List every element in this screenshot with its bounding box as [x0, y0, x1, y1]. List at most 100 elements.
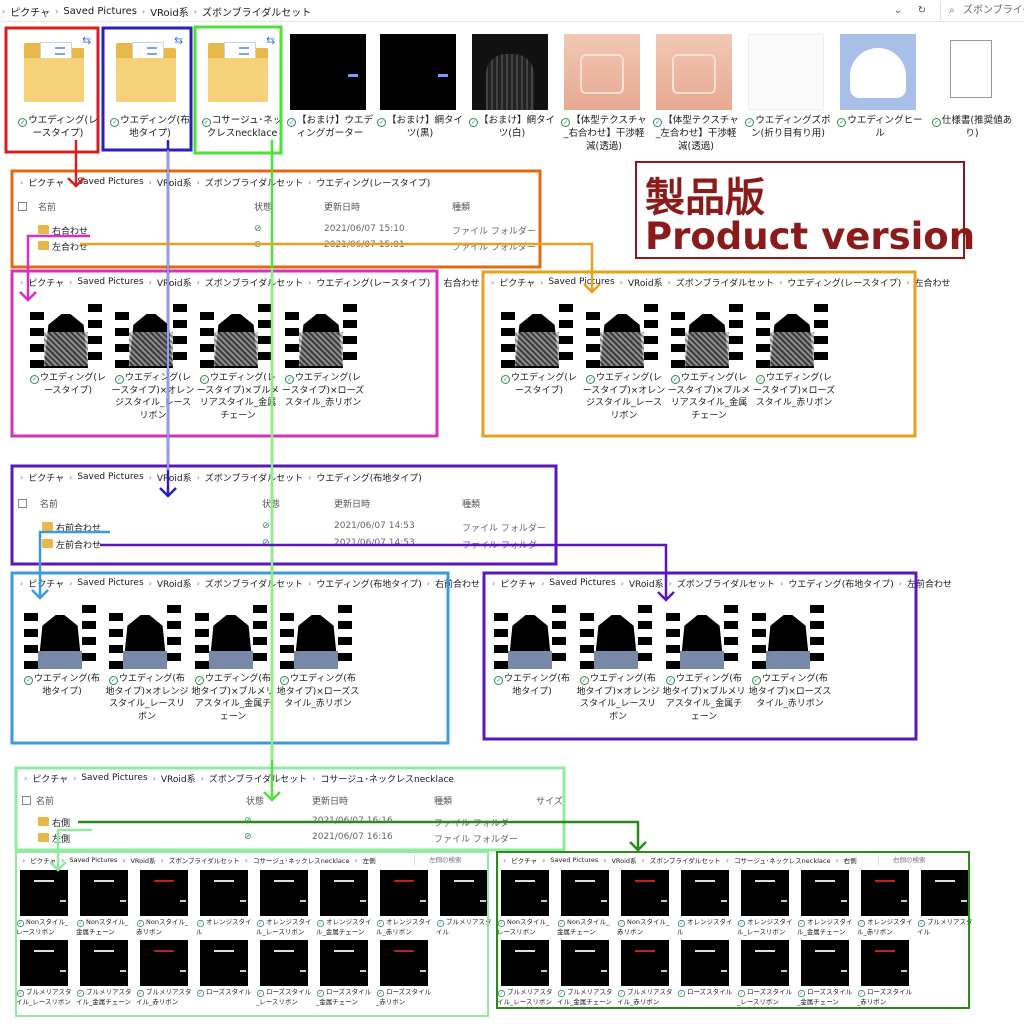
breadcrumb-item[interactable]: コサージュ･ネックレスnecklace: [252, 857, 350, 865]
select-all-checkbox[interactable]: [22, 796, 31, 805]
breadcrumb-item[interactable]: 左前合わせ: [906, 579, 952, 590]
breadcrumb-item[interactable]: ズボンブライダルセット: [204, 579, 304, 590]
breadcrumb-item[interactable]: ウエディング(布地タイプ): [316, 473, 422, 484]
breadcrumb-item[interactable]: Saved Pictures: [69, 856, 118, 864]
column-header-date[interactable]: 更新日時: [312, 797, 349, 807]
table-row[interactable]: 右側 ⊘ 2021/06/07 16:16 ファイル フォルダー: [38, 814, 558, 830]
search-input[interactable]: ⌕ ズボンブライダ: [940, 2, 1024, 20]
column-header-name[interactable]: 名前: [38, 203, 57, 213]
table-row[interactable]: 右合わせ ⊘ 2021/06/07 15:10 ファイル フォルダー: [38, 222, 538, 238]
breadcrumb-item[interactable]: 右合わせ: [443, 278, 480, 289]
file-name: Nonスタイル_金属チェーン: [557, 918, 610, 936]
breadcrumb-item[interactable]: 左合わせ: [914, 278, 951, 289]
breadcrumb-item[interactable]: ズボンブライダルセット: [204, 278, 304, 289]
breadcrumb-item[interactable]: 右側: [843, 857, 857, 865]
table-row[interactable]: 右前合わせ ⊘ 2021/06/07 14:53 ファイル フォルダー: [42, 519, 552, 535]
breadcrumb-item[interactable]: ウエディング(布地タイプ): [788, 579, 894, 590]
breadcrumb-item[interactable]: 右前合わせ: [434, 579, 480, 590]
column-header-type[interactable]: 種類: [434, 797, 453, 807]
breadcrumb-item[interactable]: Saved Pictures: [63, 5, 137, 17]
column-header-size[interactable]: サイズ: [536, 797, 563, 807]
column-header-type[interactable]: 種類: [452, 203, 471, 213]
breadcrumb-item[interactable]: VRoid系: [627, 278, 663, 289]
folder-icon: ⇆: [110, 34, 186, 110]
column-header-name[interactable]: 名前: [36, 797, 55, 807]
column-header-type[interactable]: 種類: [462, 500, 481, 510]
column-header-status[interactable]: 状態: [262, 500, 281, 510]
breadcrumb-item[interactable]: Saved Pictures: [77, 578, 144, 588]
column-header-status[interactable]: 状態: [246, 797, 265, 807]
chevron-right-icon: ›: [491, 277, 495, 287]
texture-mark: [685, 332, 729, 366]
sync-ok-icon: ✓: [917, 919, 926, 928]
breadcrumb-item[interactable]: ピクチャ: [28, 473, 65, 484]
select-all-checkbox[interactable]: [18, 202, 27, 211]
select-all-checkbox[interactable]: [18, 499, 27, 508]
chevron-down-icon[interactable]: ⌄: [893, 5, 903, 16]
column-header-date[interactable]: 更新日時: [324, 203, 361, 213]
breadcrumb-item[interactable]: Saved Pictures: [81, 773, 148, 783]
breadcrumb-item[interactable]: ウエディング(レースタイプ): [787, 278, 902, 289]
table-row[interactable]: 左前合わせ ⊘ 2021/06/07 14:53 ファイル フォルダー: [42, 536, 552, 552]
breadcrumb-item[interactable]: VRoid系: [156, 278, 192, 289]
texture-mark: [173, 304, 187, 368]
breadcrumb-item[interactable]: 左側: [362, 857, 376, 865]
breadcrumb-item[interactable]: コサージュ･ネックレスnecklace: [320, 774, 454, 785]
column-header-status[interactable]: 状態: [254, 203, 273, 213]
refresh-icon[interactable]: ↻: [917, 5, 927, 16]
sync-ok-icon: ✓: [497, 989, 506, 998]
texture-thumbnail: [501, 304, 573, 368]
breadcrumb-item[interactable]: ピクチャ: [28, 579, 65, 590]
column-header-name[interactable]: 名前: [40, 500, 59, 510]
sync-ok-icon: ✓: [737, 919, 746, 928]
breadcrumb-item[interactable]: VRoid系: [611, 857, 637, 865]
breadcrumb-item[interactable]: VRoid系: [628, 579, 664, 590]
row-type: ファイル フォルダー: [434, 819, 518, 829]
breadcrumb-item[interactable]: VRoid系: [156, 473, 192, 484]
table-row[interactable]: 左側 ⊘ 2021/06/07 16:16 ファイル フォルダー: [38, 830, 558, 846]
texture-mark: [180, 970, 186, 972]
breadcrumb-item[interactable]: ズボンブライダルセット: [168, 857, 240, 865]
breadcrumb-item[interactable]: Saved Pictures: [548, 277, 615, 287]
breadcrumb-item[interactable]: ピクチャ: [10, 7, 51, 19]
breadcrumb-item[interactable]: VRoid系: [156, 579, 192, 590]
chevron-right-icon: ›: [69, 578, 73, 588]
breadcrumb-item[interactable]: Saved Pictures: [77, 472, 144, 482]
search-input[interactable]: 左側の検索: [414, 854, 462, 866]
breadcrumb-item[interactable]: ウエディング(レースタイプ): [316, 178, 431, 189]
breadcrumb-item[interactable]: Saved Pictures: [550, 856, 599, 864]
breadcrumb-item[interactable]: コサージュ･ネックレスnecklace: [733, 857, 831, 865]
breadcrumb-item[interactable]: ピクチャ: [32, 774, 69, 785]
breadcrumb-item[interactable]: ウエディング(布地タイプ): [316, 579, 422, 590]
sync-ok-icon: ✓: [376, 919, 385, 928]
breadcrumb-item[interactable]: ズボンブライダルセット: [204, 473, 304, 484]
breadcrumb-item[interactable]: ピクチャ: [30, 857, 57, 865]
breadcrumb-item[interactable]: ピクチャ: [500, 579, 537, 590]
breadcrumb-item[interactable]: ウエディング(レースタイプ): [316, 278, 431, 289]
sync-ok-icon: ✓: [316, 989, 325, 998]
table-row[interactable]: 左合わせ ⊘ 2021/06/07 15:01 ファイル フォルダー: [38, 238, 538, 254]
breadcrumb-item[interactable]: ズボンブライダルセット: [649, 857, 721, 865]
texture-thumbnail: [30, 304, 102, 368]
breadcrumb-item[interactable]: Saved Pictures: [77, 277, 144, 287]
sync-ok-icon: ✓: [557, 989, 566, 998]
breadcrumb-item[interactable]: ズボンブライダルセット: [204, 178, 304, 189]
breadcrumb-item[interactable]: ピクチャ: [499, 278, 536, 289]
search-input[interactable]: 右側の検索: [878, 854, 926, 866]
breadcrumb-item[interactable]: ズボンブライダルセット: [208, 774, 308, 785]
breadcrumb-item[interactable]: VRoid系: [160, 774, 196, 785]
texture-thumbnail: [140, 940, 188, 986]
breadcrumb-item[interactable]: VRoid系: [156, 178, 192, 189]
breadcrumb-item[interactable]: ズボンブライダルセット: [201, 7, 312, 19]
breadcrumb-item[interactable]: ピクチャ: [28, 178, 65, 189]
breadcrumb-item[interactable]: ズボンブライダルセット: [676, 579, 776, 590]
breadcrumb-item[interactable]: ピクチャ: [28, 278, 65, 289]
breadcrumb-item[interactable]: VRoid系: [130, 857, 156, 865]
breadcrumb-item[interactable]: VRoid系: [150, 7, 189, 19]
breadcrumb-item[interactable]: Saved Pictures: [77, 177, 144, 187]
column-header-date[interactable]: 更新日時: [334, 500, 371, 510]
breadcrumb-item[interactable]: ズボンブライダルセット: [675, 278, 775, 289]
breadcrumb-item[interactable]: Saved Pictures: [549, 578, 616, 588]
corsage-left-panel: ›ピクチャ›Saved Pictures›VRoid系›ズボンブライダルセット›…: [16, 852, 492, 1016]
breadcrumb-item[interactable]: ピクチャ: [511, 857, 538, 865]
